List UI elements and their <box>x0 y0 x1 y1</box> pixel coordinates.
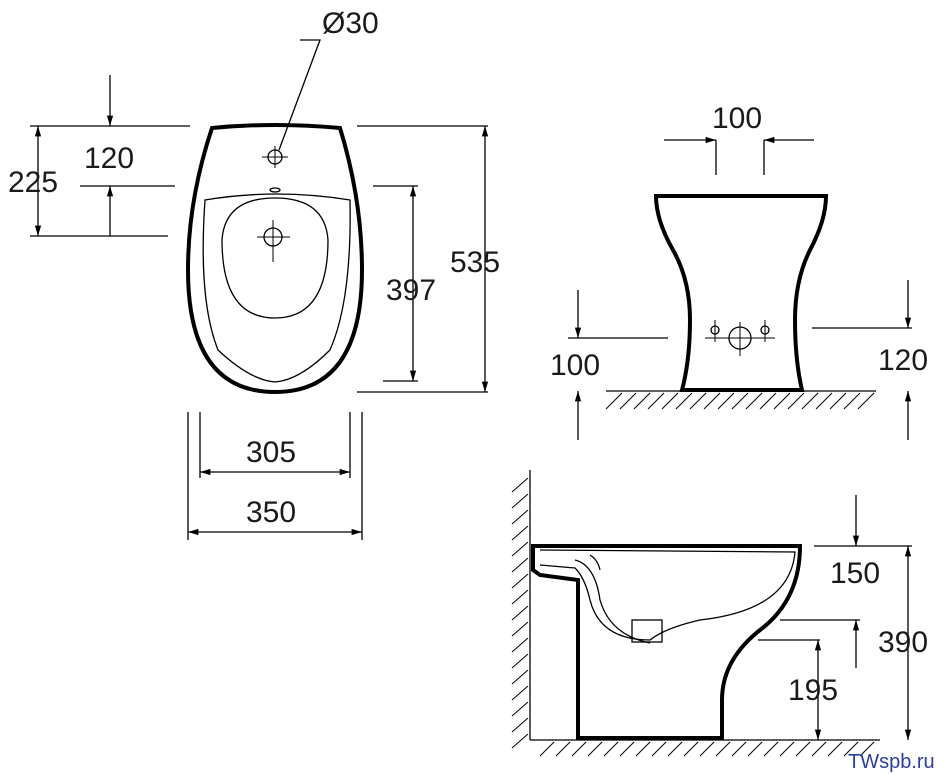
hatch-line <box>815 392 833 410</box>
hatch-line <box>827 741 843 757</box>
hatch-line <box>511 541 529 557</box>
front-floor-hatch <box>605 392 875 410</box>
hatch-line <box>511 557 529 573</box>
watermark: TWspb.ru <box>848 751 935 773</box>
hatch-line <box>647 392 665 410</box>
hatch-line <box>635 741 651 757</box>
hatch-line <box>633 392 651 410</box>
hatch-line <box>763 741 779 757</box>
hatch-line <box>811 741 827 757</box>
dim-top-397: 397 <box>386 274 436 307</box>
hatch-line <box>699 741 715 757</box>
dim-width-350: 350 <box>246 496 296 529</box>
hatch-line <box>603 741 619 757</box>
hatch-line <box>801 392 819 410</box>
hatch-line <box>511 653 529 669</box>
hatch-line <box>511 509 529 525</box>
hatch-line <box>859 741 875 757</box>
hatch-line <box>773 392 791 410</box>
hatch-line <box>683 741 699 757</box>
hatch-line <box>795 741 811 757</box>
hatch-line <box>539 741 555 757</box>
hatch-line <box>843 392 861 410</box>
top-view-dimensions <box>30 75 489 540</box>
hatch-line <box>747 741 763 757</box>
side-view <box>529 470 880 741</box>
front-view-dimensions <box>568 136 912 440</box>
hatch-line <box>511 685 529 701</box>
hatch-line <box>661 392 679 410</box>
hatch-line <box>667 741 683 757</box>
hatch-line <box>511 621 529 637</box>
hatch-line <box>689 392 707 410</box>
side-view-outline <box>531 544 803 740</box>
hatch-line <box>731 392 749 410</box>
hatch-line <box>587 741 603 757</box>
hatch-line <box>605 392 623 410</box>
hatch-line <box>703 392 721 410</box>
hatch-line <box>511 717 529 733</box>
dim-front-100-left: 100 <box>550 349 600 382</box>
hatch-line <box>787 392 805 410</box>
dim-side-150: 150 <box>830 557 880 590</box>
hatch-line <box>675 392 693 410</box>
dim-top-120: 120 <box>84 142 134 175</box>
hatch-line <box>717 392 735 410</box>
hatch-line <box>511 477 529 493</box>
top-view-outline <box>185 123 365 395</box>
dim-width-305: 305 <box>246 436 296 469</box>
hatch-line <box>511 637 529 653</box>
hatch-line <box>731 741 747 757</box>
dim-side-195: 195 <box>788 674 838 707</box>
hatch-line <box>779 741 795 757</box>
hatch-line <box>511 701 529 717</box>
dim-top-225: 225 <box>8 166 58 199</box>
hatch-line <box>715 741 731 757</box>
side-view-dimensions <box>758 495 912 740</box>
front-view <box>606 194 876 392</box>
dim-side-390: 390 <box>878 626 928 659</box>
top-view <box>185 39 365 395</box>
hatch-line <box>745 392 763 410</box>
dim-diameter-hole: Ø30 <box>322 7 379 40</box>
hatch-line <box>511 573 529 589</box>
hatch-line <box>857 392 875 410</box>
hatch-line <box>511 605 529 621</box>
dim-front-100-top: 100 <box>712 102 762 135</box>
dim-top-535: 535 <box>450 246 500 279</box>
top-view-rim <box>202 193 351 383</box>
hatch-line <box>619 741 635 757</box>
hatch-line <box>511 733 529 749</box>
hatch-line <box>555 741 571 757</box>
hatch-line <box>571 741 587 757</box>
hatch-line <box>843 741 859 757</box>
hatch-line <box>651 741 667 757</box>
hatch-line <box>511 525 529 541</box>
side-hatch <box>511 477 875 757</box>
hatch-line <box>759 392 777 410</box>
hatch-line <box>511 589 529 605</box>
hatch-line <box>511 493 529 509</box>
hatch-line <box>511 669 529 685</box>
front-view-outline <box>653 194 829 392</box>
top-view-basin <box>221 197 329 319</box>
hatch-line <box>619 392 637 410</box>
hatch-line <box>829 392 847 410</box>
dim-front-120-right: 120 <box>878 344 928 377</box>
